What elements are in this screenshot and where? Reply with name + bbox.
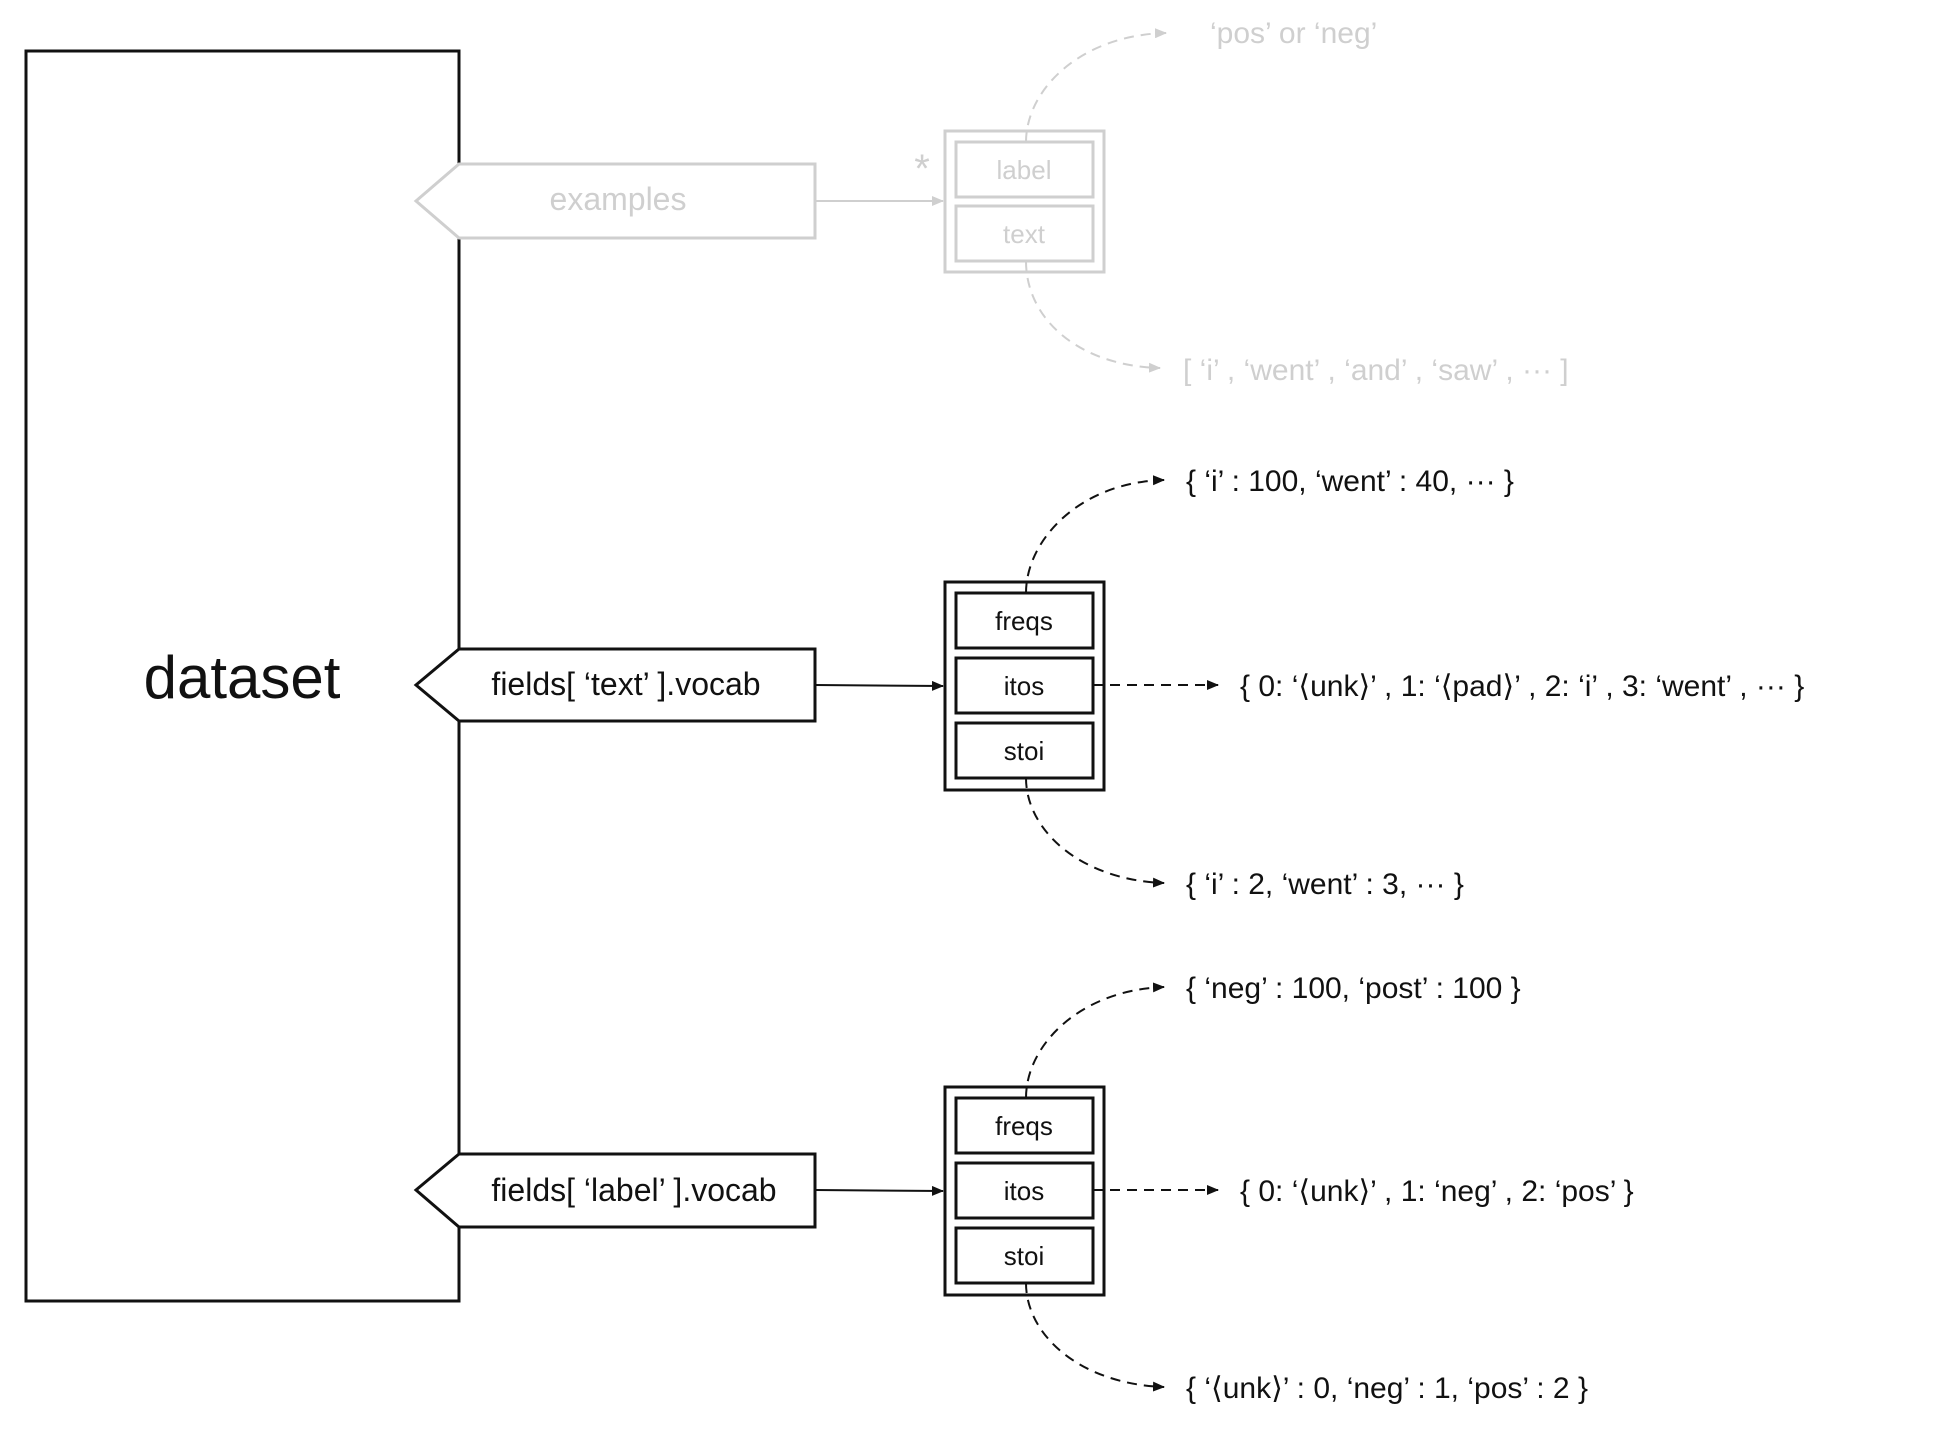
label-freqs-arrow (1025, 982, 1165, 1099)
example-label-arrow (1025, 28, 1167, 143)
text-freqs-value: { ‘i’ : 100, ‘went’ : 40, ··· } (1186, 465, 1514, 498)
label-vocab-arrow (814, 1185, 944, 1196)
label-itos-value: { 0: ‘⟨unk⟩’ , 1: ‘neg’ , 2: ‘pos’ } (1240, 1175, 1634, 1208)
text-vocab-stoi-field (954, 721, 1095, 780)
text-vocab-freqs-label: freqs (995, 606, 1053, 636)
examples-label: examples (550, 181, 687, 217)
label-vocab-stoi-field (954, 1226, 1095, 1285)
example-label-field-text: label (997, 155, 1052, 185)
example-text-field (954, 204, 1095, 263)
label-stoi-value: { ‘⟨unk⟩’ : 0, ‘neg’ : 1, ‘pos’ : 2 } (1186, 1372, 1588, 1405)
label-vocab-label: fields[ ‘label’ ].vocab (491, 1172, 776, 1208)
label-freqs-value: { ‘neg’ : 100, ‘post’ : 100 } (1186, 972, 1521, 1005)
text-vocab-freqs-field (954, 591, 1095, 650)
example-label-field (954, 140, 1095, 199)
examples-star: * (914, 147, 930, 191)
text-vocab-itos-label: itos (1004, 671, 1044, 701)
text-vocab-itos-field (954, 656, 1095, 715)
label-vocab-tag (413, 1152, 817, 1229)
label-vocab-freqs-label: freqs (995, 1111, 1053, 1141)
text-itos-value: { 0: ‘⟨unk⟩’ , 1: ‘⟨pad⟩’ , 2: ‘i’ , 3: … (1240, 670, 1804, 703)
label-vocab-freqs-field (954, 1096, 1095, 1155)
text-stoi-arrow (1025, 777, 1165, 888)
text-vocab-arrow (814, 680, 944, 691)
example-text-field-text: text (1003, 219, 1046, 249)
label-vocab-stoi-label: stoi (1004, 1241, 1044, 1271)
example-text-arrow (1025, 260, 1161, 373)
text-vocab-tag (413, 647, 817, 723)
dataset-label: dataset (144, 644, 341, 711)
examples-group: examples * label text ‘pos’ or ‘neg’ [ ‘… (413, 17, 1569, 387)
text-vocab-stoi-label: stoi (1004, 736, 1044, 766)
label-vocab-group: fields[ ‘label’ ].vocab freqs itos stoi … (413, 972, 1634, 1405)
text-vocab-label: fields[ ‘text’ ].vocab (491, 666, 760, 702)
text-stoi-value: { ‘i’ : 2, ‘went’ : 3, ··· } (1186, 868, 1464, 901)
text-vocab-group: fields[ ‘text’ ].vocab freqs itos stoi {… (413, 465, 1804, 901)
example-text-value: [ ‘i’ , ‘went’ , ‘and’ , ‘saw’ , ··· ] (1183, 354, 1569, 387)
examples-tag (413, 162, 817, 240)
text-freqs-arrow (1025, 475, 1165, 594)
example-label-value: ‘pos’ or ‘neg’ (1210, 17, 1377, 50)
label-stoi-arrow (1025, 1282, 1165, 1392)
label-vocab-itos-label: itos (1004, 1176, 1044, 1206)
